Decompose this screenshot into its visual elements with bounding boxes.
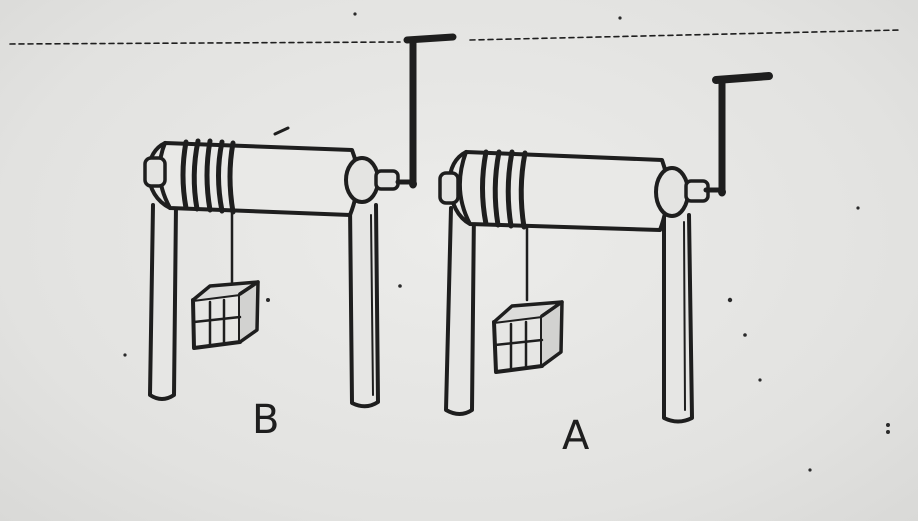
right-post-b	[348, 203, 380, 409]
load-box-a	[492, 300, 564, 374]
crank-handle-a	[703, 72, 773, 197]
axle-drum-b	[146, 126, 360, 217]
scan-speckles	[123, 12, 890, 472]
windlass-a-label: A	[562, 413, 590, 459]
right-bearing-a	[654, 166, 710, 218]
windlass-a	[438, 72, 773, 424]
right-post-a	[662, 213, 694, 424]
left-bearing-b	[143, 156, 167, 188]
left-post-a	[444, 206, 476, 416]
dotted-line	[9, 29, 901, 45]
windlass-b	[143, 33, 457, 409]
windlass-b-label: B	[252, 397, 280, 443]
load-box-b	[191, 280, 260, 350]
left-bearing-a	[438, 171, 460, 205]
rope-coils-a	[480, 149, 528, 230]
left-post-b	[148, 203, 178, 401]
rope-coils-b	[180, 138, 236, 215]
crank-handle-b	[395, 33, 457, 189]
right-bearing-b	[344, 156, 400, 204]
